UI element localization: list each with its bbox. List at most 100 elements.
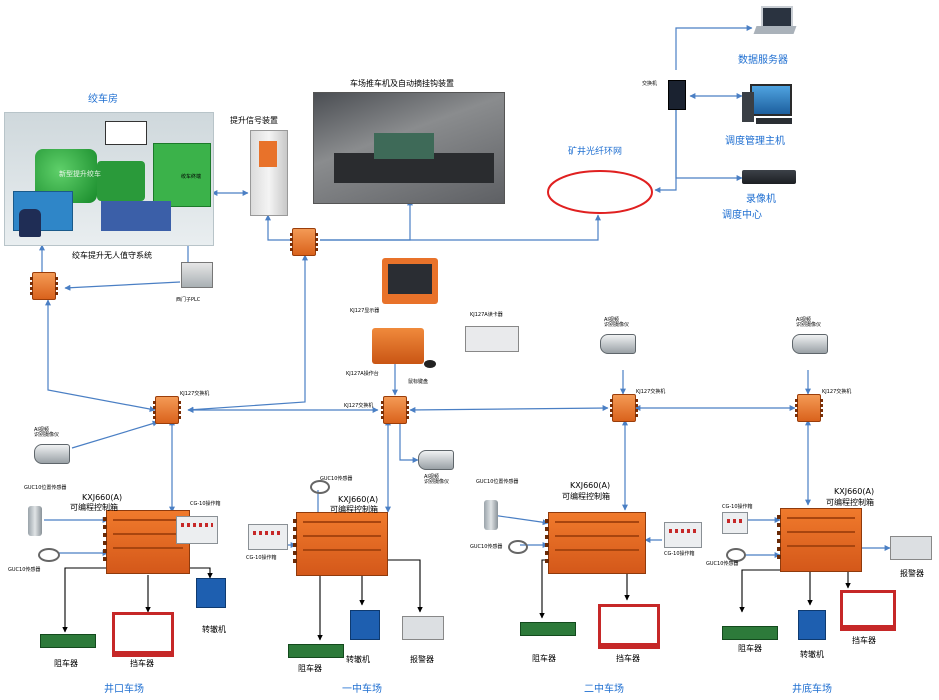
sensor-jingkou-label: GUC10位置传感器 — [24, 485, 67, 491]
dev2-yizhong: 转辙机 — [346, 655, 370, 664]
camera-left-icon — [34, 444, 70, 464]
switch-machine-yizhong-icon — [350, 610, 380, 640]
cabinet-jingdi-title: KXJ660(A) — [834, 487, 875, 496]
panel-jingdi-label: CG-10操作箱 — [722, 504, 753, 510]
kj-reader-label: KJ127A读卡器 — [470, 312, 503, 318]
sensor-erzhong-icon — [484, 500, 498, 530]
host-keyboard-icon — [756, 118, 792, 124]
panel-erzhong-label: CG-10操作箱 — [664, 551, 695, 557]
sensor2-jingkou-label: GUC10传感器 — [8, 567, 41, 573]
sensor-yizhong-icon — [310, 480, 330, 494]
winch-unattended-label: 绞车提升无人值守系统 — [72, 251, 152, 260]
cabinet-yizhong — [293, 512, 388, 576]
laptop-icon — [753, 6, 797, 36]
station-yizhong-name: 一中车场 — [342, 684, 382, 695]
switch-top — [290, 228, 318, 256]
plc-icon — [181, 262, 213, 288]
station-erzhong-name: 二中车场 — [584, 684, 624, 695]
dev2-jingkou: 挡车器 — [130, 659, 154, 668]
alarm-yizhong-icon — [402, 616, 444, 640]
camera-right1-label: AI视频 识别摄像仪 — [604, 317, 630, 328]
frame-icon — [105, 121, 147, 145]
sensor2-erzhong-label: GUC10传感器 — [470, 544, 503, 550]
cabinet-yizhong-sub: 可编程控制箱 — [330, 505, 378, 514]
panel-jingdi — [722, 512, 748, 534]
switch-left — [153, 396, 181, 424]
operator-chair-icon — [19, 209, 41, 237]
dev3-jingkou: 转辙机 — [202, 625, 226, 634]
cabinet-yizhong-title: KXJ660(A) — [338, 495, 379, 504]
data-server-label: 数据服务器 — [738, 55, 788, 66]
kj-console-label: KJ127A操作台 — [346, 371, 379, 377]
recorder-label: 录像机 — [746, 194, 776, 205]
cabinet-erzhong-sub: 可编程控制箱 — [562, 492, 610, 501]
dev2-erzhong: 挡车器 — [616, 654, 640, 663]
switch-right1 — [610, 394, 638, 422]
camera-center-label: AI视频 识别摄像仪 — [424, 474, 450, 485]
stopper-jingdi-icon — [722, 626, 778, 640]
dev1-jingdi: 阻车器 — [738, 644, 762, 653]
switch-machine-jingdi-icon — [798, 610, 826, 640]
sensor-erzhong-label: GUC10位置传感器 — [476, 479, 519, 485]
stopper-erzhong-icon — [520, 622, 576, 636]
camera-left-label: AI视频 识别摄像仪 — [34, 427, 60, 438]
switch-right2-label: KJ127交换机 — [822, 389, 852, 395]
kj-display-label: KJ127显示器 — [350, 308, 380, 314]
camera-center-icon — [418, 450, 454, 470]
winch-terminal-label: 绞车终端 — [181, 174, 202, 180]
panel-yizhong — [248, 524, 288, 550]
sensor2-jingdi-icon — [726, 548, 746, 562]
panel-jingkou — [176, 516, 218, 544]
switch-center-label: KJ127交换机 — [344, 403, 374, 409]
sensor2-jingkou-icon — [38, 548, 60, 562]
sensor2-erzhong-icon — [508, 540, 528, 554]
winch-room-title: 绞车房 — [88, 94, 118, 105]
control-cabinet-icon — [153, 143, 211, 207]
fiber-ring-label: 矿井光纤环网 — [568, 147, 623, 157]
panel-yizhong-label: CG-10操作箱 — [246, 555, 277, 561]
top-switch-icon — [668, 80, 686, 110]
dispatch-host-icon — [742, 82, 798, 130]
switch-right1-label: KJ127交换机 — [636, 389, 666, 395]
sensor-yizhong-label: GUC10传感器 — [320, 476, 353, 482]
top-switch-label: 交换机 — [642, 81, 658, 87]
switch-machine-jingkou-icon — [196, 578, 226, 608]
winch-overlay-label: 新型提升绞车 — [59, 170, 101, 178]
dev2-jingdi: 转辙机 — [800, 650, 824, 659]
fiber-ring — [547, 170, 653, 214]
kj-reader-icon — [465, 326, 519, 352]
laptop-base-icon — [753, 26, 797, 34]
camera-right2-label: AI视频 识别摄像仪 — [796, 317, 822, 328]
mouse-icon — [424, 360, 436, 368]
blue-base-icon — [101, 201, 171, 231]
camera-right1-icon — [600, 334, 636, 354]
dev1-jingkou: 阻车器 — [54, 659, 78, 668]
recorder-icon — [742, 170, 796, 184]
host-tower-icon — [742, 92, 754, 122]
switch-left-label: KJ127交换机 — [180, 391, 210, 397]
kj-console-icon — [372, 328, 424, 364]
yard-photo — [313, 92, 505, 204]
switch-right2 — [795, 394, 823, 422]
dev1-yizhong: 阻车器 — [298, 664, 322, 673]
stopper-jingkou-icon — [40, 634, 96, 648]
cabinet-jingdi-sub: 可编程控制箱 — [826, 498, 874, 507]
yard-device-label: 车场推车机及自动摘挂钩装置 — [350, 79, 454, 88]
blocker-jingdi-icon — [840, 590, 896, 631]
dev3-jingdi: 挡车器 — [852, 636, 876, 645]
mouse-label: 鼠标键盘 — [408, 379, 429, 385]
station-jingkou-name: 井口车场 — [104, 684, 144, 695]
dev1-erzhong: 阻车器 — [532, 654, 556, 663]
laptop-screen-icon — [761, 6, 793, 28]
cabinet-erzhong-title: KXJ660(A) — [570, 481, 611, 490]
blocker-erzhong-icon — [598, 604, 660, 649]
winch-room-image: 新型提升绞车 绞车终端 — [4, 112, 214, 246]
station-jingdi-name: 井底车场 — [792, 684, 832, 695]
dev4-jingdi: 报警器 — [900, 569, 924, 578]
cabinet-jingkou-title: KXJ660(A) — [82, 493, 123, 502]
blocker-jingkou-icon — [112, 612, 174, 657]
switch-center — [381, 396, 409, 424]
sensor2-jingdi-label: GUC10传感器 — [706, 561, 739, 567]
stopper-yizhong-icon — [288, 644, 344, 658]
